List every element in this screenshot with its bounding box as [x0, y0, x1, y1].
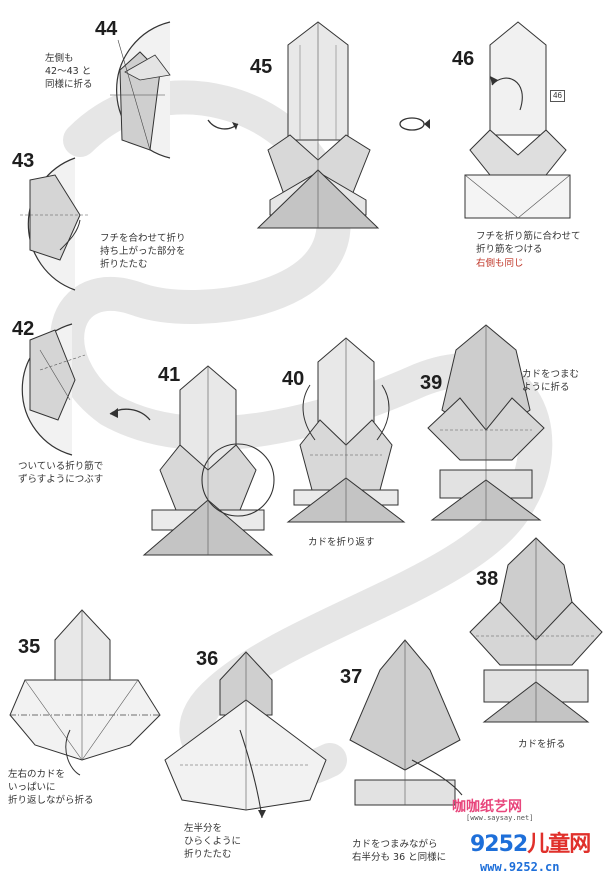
- watermark-brand: 9252儿童网: [470, 826, 591, 858]
- step-38-figure: [469, 537, 603, 723]
- step-36-figure: [164, 651, 327, 819]
- step-37-figure: [349, 639, 463, 806]
- step-number-36: 36: [196, 648, 219, 670]
- step-36-note: 左半分を ひらくように 折りたたむ: [184, 823, 242, 860]
- step-44-figure: [110, 21, 171, 159]
- step-39-figure: [427, 324, 545, 521]
- step-number-44: 44: [95, 18, 118, 40]
- step-number-46: 46: [452, 48, 475, 70]
- step-number-45: 45: [250, 56, 273, 78]
- step-number-38: 38: [476, 568, 499, 590]
- step-35-figure: [9, 609, 161, 776]
- turn-over-symbol: [399, 117, 430, 131]
- step-number-39: 39: [420, 372, 443, 394]
- step-46-note: フチを折り筋に合わせて 折り筋をつける: [476, 231, 581, 255]
- watermark-brand-text: 儿童网: [527, 832, 591, 857]
- step-46-note-red: 右側も同じ: [476, 258, 524, 269]
- watermark-site-url: [www.saysay.net]: [466, 814, 534, 822]
- watermark-brand-url: www.9252.cn: [480, 860, 560, 874]
- step-40-note: カドを折り返す: [308, 537, 375, 548]
- step-number-35: 35: [18, 636, 41, 658]
- step-46-figure: [464, 21, 571, 219]
- step-42-note: ついている折り筋で ずらすようにつぶす: [18, 461, 104, 485]
- step-number-42: 42: [12, 318, 35, 340]
- step-40-figure: [286, 337, 406, 523]
- step-38-note: カドを折る: [518, 739, 566, 750]
- step-44-note: 左側も 42〜43 と 同様に折る: [45, 53, 93, 90]
- step-35-note: 左右のカドを いっぱいに 折り返しながら折る: [8, 769, 94, 806]
- step-39-note: カドをつまむ ように折る: [522, 369, 580, 393]
- step-number-43: 43: [12, 150, 35, 172]
- step-42-figure: [21, 323, 86, 456]
- watermark-brand-number: 9252: [470, 832, 528, 857]
- step-41-figure: [142, 365, 275, 556]
- step-46-reference-box: 46: [550, 90, 565, 102]
- step-37-note: カドをつまみながら 右半分も 36 と同様に: [352, 839, 447, 863]
- step-number-37: 37: [340, 666, 363, 688]
- step-45-figure: [256, 21, 380, 229]
- step-43-figure: [20, 157, 88, 291]
- step-43-note: フチを合わせて折り 持ち上がった部分を 折りたたむ: [100, 233, 186, 270]
- watermark-site-name: 咖咖纸艺网: [452, 799, 522, 815]
- step-number-40: 40: [282, 368, 305, 390]
- step-number-41: 41: [158, 364, 181, 386]
